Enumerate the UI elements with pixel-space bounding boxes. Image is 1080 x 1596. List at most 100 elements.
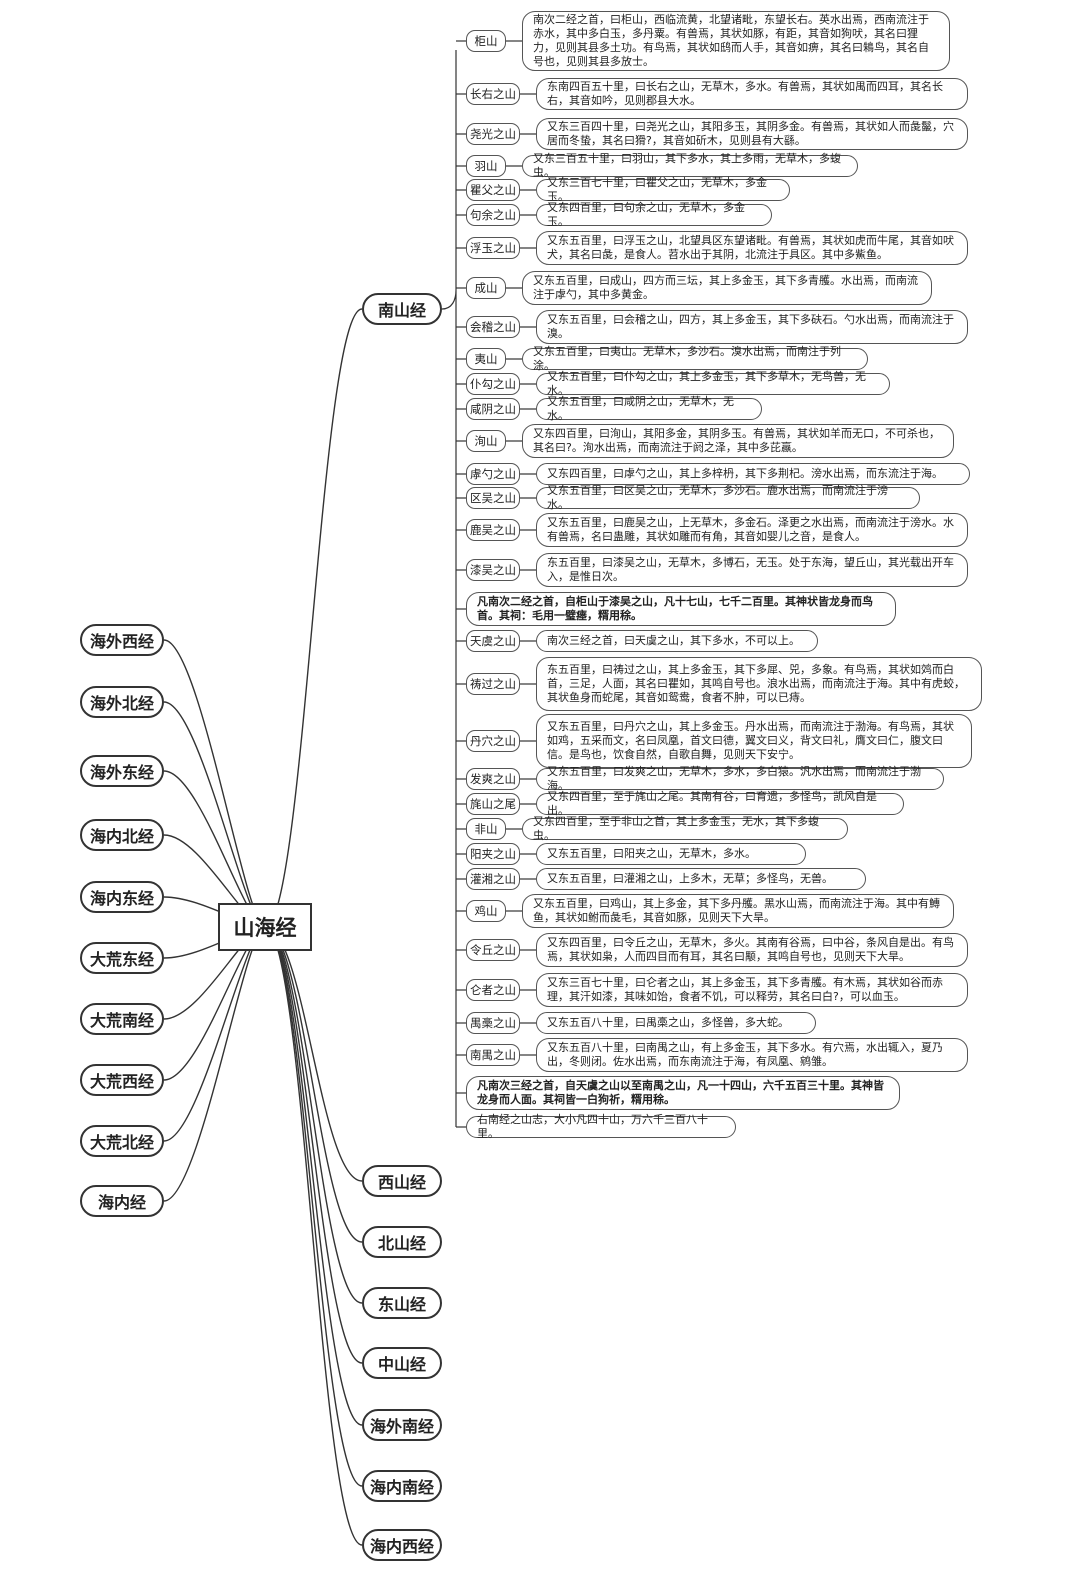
summary-note-31[interactable]: 凡南次三经之首，自天虞之山以至南禺之山，凡一十四山，六千五百三十里。其神皆龙身而… — [466, 1076, 900, 1110]
total-note[interactable]: 右南经之山志，大小凡四十山，万六千三百八十里。 — [466, 1113, 736, 1140]
mountain-description-13[interactable]: 又东四百里，曰虖勺之山，其上多梓枬，其下多荆杞。滂水出焉，而东流注于海。 — [536, 463, 970, 485]
mountain-node-5[interactable]: 句余之山 — [466, 204, 520, 226]
mountain-node-27[interactable]: 令丘之山 — [466, 939, 520, 961]
mountain-node-4[interactable]: 瞿父之山 — [466, 179, 520, 201]
left-branch-7[interactable]: 大荒西经 — [80, 1064, 164, 1096]
right-branch-2[interactable]: 北山经 — [362, 1226, 442, 1258]
mountain-description-18[interactable]: 南次三经之首，曰天虞之山，其下多水，不可以上。 — [536, 630, 818, 652]
mountain-node-28[interactable]: 仑者之山 — [466, 979, 520, 1001]
mountain-description-3[interactable]: 又东三百五十里，曰羽山，其下多水，其上多雨，无草木，多蝮虫。 — [522, 152, 858, 179]
right-branch-5[interactable]: 海外南经 — [362, 1409, 442, 1441]
mountain-description-0[interactable]: 南次二经之首，曰柜山，西临流黄，北望诸毗，东望长右。英水出焉，西南流注于赤水，其… — [522, 11, 950, 71]
right-branch-6[interactable]: 海内南经 — [362, 1470, 442, 1502]
mountain-description-24[interactable]: 又东五百里，曰阳夹之山，无草木，多水。 — [536, 843, 806, 865]
mountain-description-5[interactable]: 又东四百里，曰句余之山，无草木，多金玉。 — [536, 201, 772, 228]
mountain-node-3[interactable]: 羽山 — [466, 155, 506, 177]
description-text: 又东五百里，曰夷山。无草木，多沙石。溴水出焉，而南注于列涂。 — [533, 345, 841, 372]
mountain-node-12[interactable]: 洵山 — [466, 430, 506, 452]
mountain-node-30[interactable]: 南禺之山 — [466, 1044, 520, 1066]
mountain-description-12[interactable]: 又东四百里，曰洵山，其阳多金，其阴多玉。有兽焉，其状如羊而无口，不可杀也，其名曰… — [522, 424, 954, 458]
left-branch-0[interactable]: 海外西经 — [80, 624, 164, 656]
left-branch-8-label: 大荒北经 — [89, 1133, 154, 1152]
mountain-node-9[interactable]: 夷山 — [466, 348, 506, 370]
left-branch-8[interactable]: 大荒北经 — [80, 1125, 164, 1157]
mountain-description-28[interactable]: 又东三百七十里，曰仑者之山，其上多金玉，其下多青雘。有木焉，其状如谷而赤理，其汗… — [536, 973, 968, 1007]
mountain-node-18-label: 天虞之山 — [470, 634, 516, 648]
mountain-node-8[interactable]: 会稽之山 — [466, 316, 520, 338]
mountain-node-13[interactable]: 虖勺之山 — [466, 463, 520, 485]
mountain-node-22[interactable]: 旄山之尾 — [466, 793, 520, 815]
left-branch-3[interactable]: 海内北经 — [80, 819, 164, 851]
mountain-description-8[interactable]: 又东五百里，曰会稽之山，四方，其上多金玉，其下多砆石。勺水出焉，而南流注于溴。 — [536, 310, 968, 344]
right-branch-0[interactable]: 南山经 — [362, 293, 442, 325]
left-branch-4[interactable]: 海内东经 — [80, 881, 164, 913]
right-branch-1[interactable]: 西山经 — [362, 1165, 442, 1197]
root-node[interactable]: 山海经 — [218, 903, 312, 951]
right-branch-4[interactable]: 中山经 — [362, 1347, 442, 1379]
mountain-description-7[interactable]: 又东五百里，曰成山，四方而三坛，其上多金玉，其下多青雘。水出焉，而南流注于虖勺，… — [522, 271, 932, 305]
mountain-node-21[interactable]: 发爽之山 — [466, 768, 520, 790]
mountain-description-14[interactable]: 又东五百里，曰区吴之山，无草木，多沙石。鹿水出焉，而南流注于滂水。 — [536, 484, 920, 511]
mountain-node-28-label: 仑者之山 — [470, 983, 516, 997]
mountain-description-4[interactable]: 又东三百七十里，曰瞿父之山，无草木，多金玉。 — [536, 176, 790, 203]
mountain-node-8-label: 会稽之山 — [470, 320, 516, 334]
mountain-node-29-label: 禺槀之山 — [470, 1016, 516, 1030]
mountain-node-0[interactable]: 柜山 — [466, 30, 506, 52]
right-branch-7-label: 海内西经 — [369, 1537, 434, 1556]
mountain-node-11[interactable]: 咸阴之山 — [466, 398, 520, 420]
mountain-description-29[interactable]: 又东五百八十里，曰禺槀之山，多怪兽，多大蛇。 — [536, 1012, 816, 1034]
right-branch-3-label: 东山经 — [377, 1295, 426, 1314]
left-branch-5[interactable]: 大荒东经 — [80, 942, 164, 974]
mountain-node-20[interactable]: 丹穴之山 — [466, 730, 520, 752]
mountain-description-30[interactable]: 又东五百八十里，曰南禺之山，有上多金玉，其下多水。有穴焉，水出辄入，夏乃出，冬则… — [536, 1038, 968, 1072]
mountain-node-10[interactable]: 仆勾之山 — [466, 373, 520, 395]
connector — [163, 639, 266, 928]
mountain-description-16[interactable]: 东五百里，曰漆吴之山，无草木，多博石，无玉。处于东海，望丘山，其光载出开车入，是… — [536, 553, 968, 587]
left-branch-1[interactable]: 海外北经 — [80, 686, 164, 718]
right-branch-7[interactable]: 海内西经 — [362, 1529, 442, 1561]
connector — [264, 926, 363, 1182]
summary-note-17[interactable]: 凡南次二经之首，自柜山于漆吴之山，凡十七山，七千二百里。其神状皆龙身而鸟首。其祠… — [466, 592, 896, 626]
mountain-description-9[interactable]: 又东五百里，曰夷山。无草木，多沙石。溴水出焉，而南注于列涂。 — [522, 345, 868, 372]
mountain-description-2[interactable]: 又东三百四十里，曰尧光之山，其阳多玉，其阴多金。有兽焉，其状如人而彘鬣，穴居而冬… — [536, 118, 968, 150]
mountain-description-26[interactable]: 又东五百里，曰鸡山，其上多金，其下多丹雘。黑水山焉，而南流注于海。其中有鱄鱼，其… — [522, 894, 954, 928]
left-branch-1-label: 海外北经 — [89, 694, 154, 713]
mountain-description-22[interactable]: 又东四百里，至于旄山之尾。其南有谷，曰育遗，多怪鸟，凯风自是出。 — [536, 790, 904, 817]
description-text: 又东五百八十里，曰南禺之山，有上多金玉，其下多水。有穴焉，水出辄入，夏乃出，冬则… — [547, 1041, 943, 1068]
mountain-node-16[interactable]: 漆吴之山 — [466, 559, 520, 581]
left-branch-0-label: 海外西经 — [89, 632, 154, 651]
mountain-description-6[interactable]: 又东五百里，曰浮玉之山，北望具区东望诸毗。有兽焉，其状如虎而牛尾，其音如吠犬，其… — [536, 231, 968, 265]
mountain-node-14[interactable]: 区吴之山 — [466, 487, 520, 509]
description-text: 又东五百里，曰丹穴之山，其上多金玉。丹水出焉，而南流注于渤海。有鸟焉，其状如鸡，… — [547, 720, 954, 761]
description-text: 又东三百七十里，曰瞿父之山，无草木，多金玉。 — [547, 176, 767, 203]
mountain-node-6[interactable]: 浮玉之山 — [466, 237, 520, 259]
mountain-node-5-label: 句余之山 — [470, 208, 516, 222]
mountain-node-24[interactable]: 阳夹之山 — [466, 843, 520, 865]
mountain-node-19[interactable]: 祷过之山 — [466, 673, 520, 695]
mountain-description-11[interactable]: 又东五百里，曰咸阴之山，无草木，无水。 — [536, 395, 762, 422]
mountain-node-15[interactable]: 鹿吴之山 — [466, 519, 520, 541]
mountain-node-2[interactable]: 尧光之山 — [466, 123, 520, 145]
mountain-description-21[interactable]: 又东五百里，曰发爽之山，无草木，多水，多白猿。汎水出焉，而南流注于渤海。 — [536, 765, 944, 792]
mountain-description-27[interactable]: 又东四百里，曰令丘之山，无草木，多火。其南有谷焉，曰中谷，条风自是出。有鸟焉，其… — [536, 933, 968, 967]
mountain-description-25[interactable]: 又东五百里，曰灌湘之山，上多木，无草；多怪鸟，无兽。 — [536, 868, 866, 890]
mountain-description-15[interactable]: 又东五百里，曰鹿吴之山，上无草木，多金石。泽更之水出焉，而南流注于滂水。水有兽焉… — [536, 513, 968, 547]
left-branch-9[interactable]: 海内经 — [80, 1185, 164, 1217]
left-branch-6[interactable]: 大荒南经 — [80, 1003, 164, 1035]
mountain-node-18[interactable]: 天虞之山 — [466, 630, 520, 652]
mountain-description-1[interactable]: 东南四百五十里，曰长右之山，无草木，多水。有兽焉，其状如禺而四耳，其名长右，其音… — [536, 78, 968, 110]
mountain-description-10[interactable]: 又东五百里，曰仆勾之山，其上多金玉，其下多草木，无鸟兽，无水。 — [536, 370, 890, 397]
mountain-description-23[interactable]: 又东四百里，至于非山之首，其上多金玉，无水，其下多蝮虫。 — [522, 815, 848, 842]
left-branch-2[interactable]: 海外东经 — [80, 755, 164, 787]
right-branch-5-label: 海外南经 — [369, 1417, 434, 1436]
mountain-description-19[interactable]: 东五百里，曰祷过之山，其上多金玉，其下多犀、兕，多象。有鸟焉，其状如䴔而白首，三… — [536, 657, 982, 711]
mountain-node-25[interactable]: 灌湘之山 — [466, 868, 520, 890]
mountain-node-26[interactable]: 鸡山 — [466, 900, 506, 922]
mountain-node-29[interactable]: 禺槀之山 — [466, 1012, 520, 1034]
mountain-node-7[interactable]: 成山 — [466, 277, 506, 299]
mountain-description-20[interactable]: 又东五百里，曰丹穴之山，其上多金玉。丹水出焉，而南流注于渤海。有鸟焉，其状如鸡，… — [536, 714, 972, 768]
right-branch-3[interactable]: 东山经 — [362, 1287, 442, 1319]
left-branch-3-label: 海内北经 — [89, 827, 154, 846]
mountain-node-1[interactable]: 长右之山 — [466, 83, 520, 105]
mountain-node-23[interactable]: 非山 — [466, 818, 506, 840]
